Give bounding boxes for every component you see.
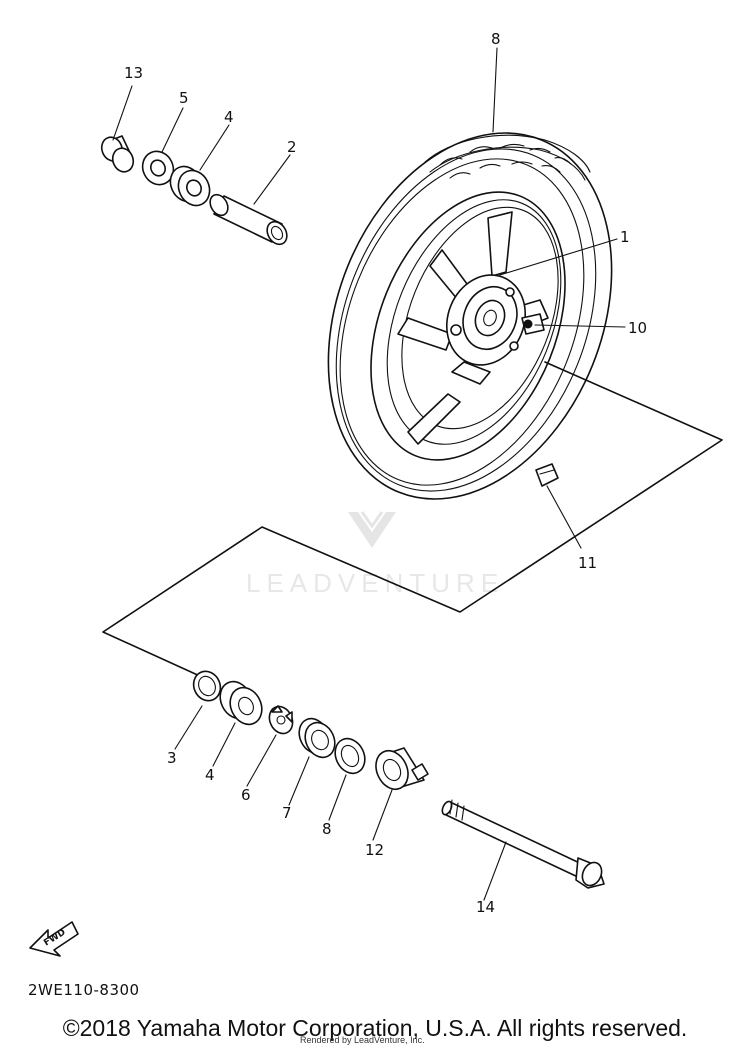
callout-12: 12 xyxy=(365,841,384,859)
gear-7[interactable] xyxy=(294,714,341,762)
leader-lines xyxy=(112,47,626,901)
callout-1: 1 xyxy=(620,228,630,246)
callout-14: 14 xyxy=(476,898,495,916)
callout-4a: 4 xyxy=(224,108,234,126)
collar-13[interactable] xyxy=(98,134,136,174)
fwd-arrow-icon: FWD xyxy=(29,921,79,957)
spacer-2[interactable] xyxy=(207,191,291,247)
wheel-assembly[interactable] xyxy=(276,90,663,541)
callout-labels: 13 5 4 2 8 1 10 11 3 4 6 7 8 12 14 xyxy=(124,30,647,916)
copyright-notice: ©2018 Yamaha Motor Corporation, U.S.A. A… xyxy=(62,1015,688,1041)
tire-9[interactable] xyxy=(276,90,663,541)
callout-13: 13 xyxy=(124,64,143,82)
bearing-4-upper[interactable] xyxy=(165,161,215,210)
callout-9: 8 xyxy=(491,30,501,48)
oil-seal-8[interactable] xyxy=(330,734,371,778)
callout-3: 3 xyxy=(167,749,177,767)
clutch-retainer-6[interactable] xyxy=(265,703,297,738)
callout-8: 8 xyxy=(322,820,332,838)
callout-2: 2 xyxy=(287,138,297,156)
assembly-frame-lines xyxy=(102,361,723,678)
speedometer-gear-unit-12[interactable] xyxy=(370,746,429,795)
callout-6: 6 xyxy=(241,786,251,804)
callout-5: 5 xyxy=(179,89,189,107)
diagram-code: 2WE110-8300 xyxy=(28,981,140,999)
rendered-by-text: Rendered by LeadVenture, Inc. xyxy=(300,1035,425,1045)
wheel-axle-14[interactable] xyxy=(440,799,605,889)
callout-10: 10 xyxy=(628,319,647,337)
callout-4b: 4 xyxy=(205,766,215,784)
oil-seal-5[interactable] xyxy=(137,146,179,189)
valve-10[interactable] xyxy=(521,313,545,335)
watermark-logo: LEADVENTURE xyxy=(246,511,504,598)
callout-7: 7 xyxy=(282,804,292,822)
wheel-1[interactable] xyxy=(334,163,602,489)
circlip-3[interactable] xyxy=(189,667,225,705)
callout-11: 11 xyxy=(578,554,597,572)
balance-weight-11[interactable] xyxy=(535,463,559,487)
bearing-4-lower[interactable] xyxy=(214,676,267,729)
watermark-text: LEADVENTURE xyxy=(246,568,504,598)
